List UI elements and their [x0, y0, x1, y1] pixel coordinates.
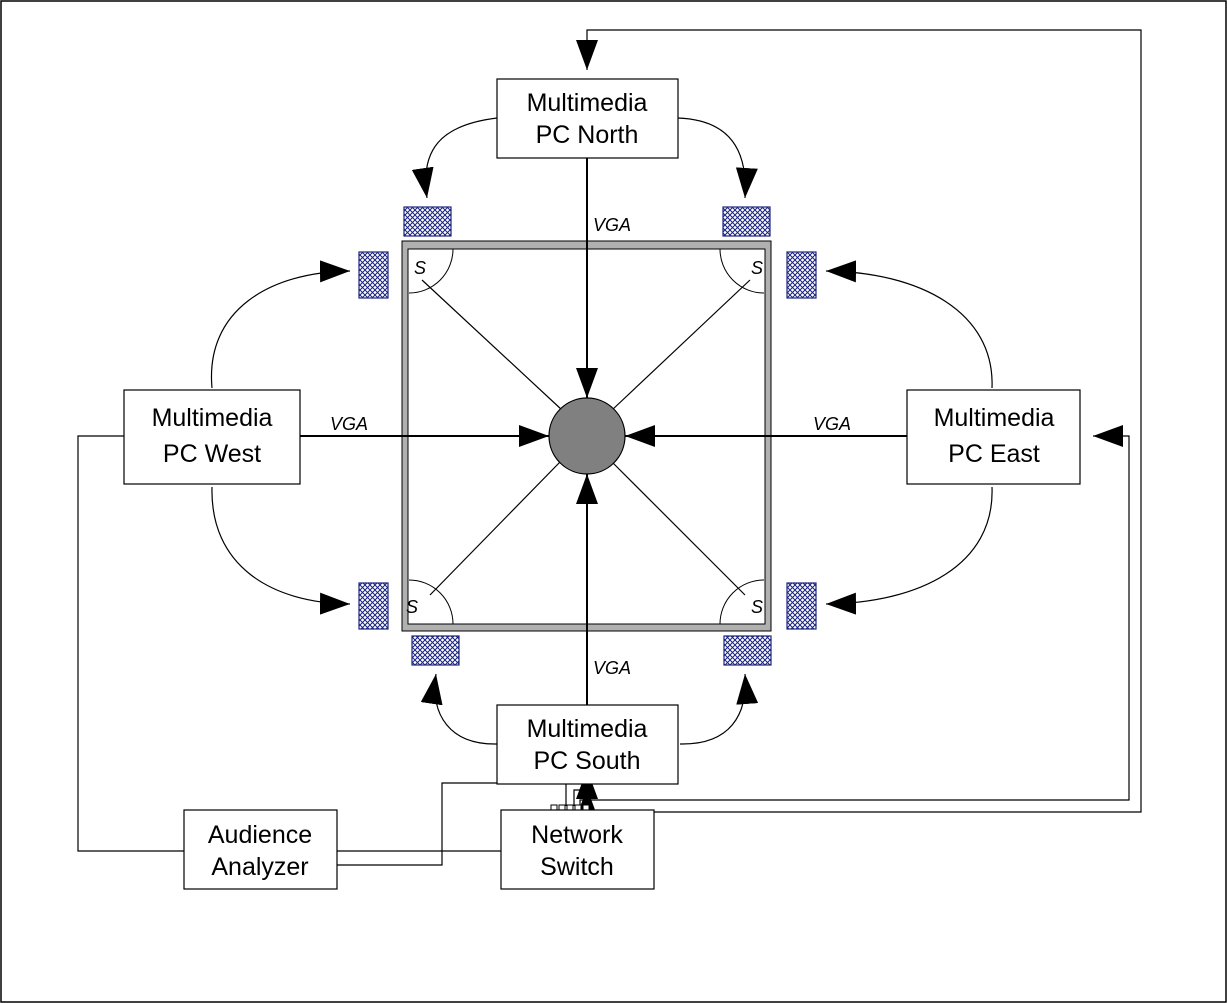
svg-text:S: S [751, 258, 763, 278]
sensor-top-right: S [719, 248, 765, 294]
switch-line2: Switch [540, 853, 614, 881]
svg-text:S: S [406, 597, 418, 617]
pc-north-line1: Multimedia [527, 89, 648, 117]
vga-label-east: VGA [813, 414, 851, 434]
audio-links [210, 117, 993, 745]
node-audience-analyzer: Audience Analyzer [183, 809, 338, 890]
pc-west-line2: PC West [163, 440, 261, 468]
pc-east-line2: PC East [948, 440, 1040, 468]
speaker-west-bottom [358, 582, 389, 630]
vga-label-south: VGA [593, 658, 631, 678]
speaker-north-right [722, 206, 771, 237]
pc-east-line1: Multimedia [934, 404, 1055, 432]
speakers [358, 206, 817, 666]
analyzer-line2: Analyzer [211, 853, 308, 881]
speaker-west-top [358, 251, 389, 299]
node-pc-west: Multimedia PC West [123, 389, 301, 485]
speaker-east-bottom [786, 582, 817, 630]
svg-text:S: S [751, 597, 763, 617]
center-display [548, 397, 626, 475]
node-network-switch: Network Switch [500, 809, 655, 890]
switch-line1: Network [531, 821, 623, 849]
vga-label-north: VGA [593, 215, 631, 235]
node-pc-east: Multimedia PC East [906, 389, 1081, 485]
speaker-east-top [786, 251, 817, 299]
speaker-south-left [411, 635, 460, 666]
pc-west-line1: Multimedia [152, 404, 273, 432]
analyzer-line1: Audience [208, 821, 312, 849]
switch-ports [550, 804, 590, 811]
speaker-north-left [403, 206, 452, 237]
sensor-links [421, 279, 751, 596]
speaker-south-right [723, 635, 772, 666]
vga-label-west: VGA [330, 414, 368, 434]
pc-north-line2: PC North [536, 121, 639, 149]
svg-text:S: S [414, 258, 426, 278]
node-pc-south: Multimedia PC South [496, 704, 679, 785]
pc-south-line2: PC South [533, 747, 640, 775]
node-pc-north: Multimedia PC North [496, 78, 679, 159]
sensor-bottom-left: S [406, 579, 454, 625]
sensor-top-left: S [408, 248, 454, 294]
pc-south-line1: Multimedia [527, 715, 648, 743]
sensor-bottom-right: S [719, 579, 765, 625]
